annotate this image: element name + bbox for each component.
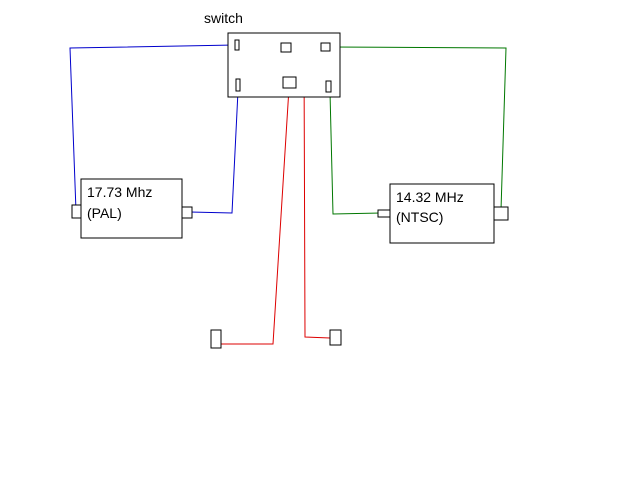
output-wire-left bbox=[221, 87, 290, 345]
ntsc-pin-right bbox=[493, 206, 509, 221]
switch-terminal-bottom-left bbox=[235, 78, 241, 92]
switch-terminal-top-right bbox=[320, 42, 331, 52]
ntsc-wire-bottom bbox=[329, 91, 382, 215]
ntsc-standard-label: (NTSC) bbox=[396, 209, 443, 225]
pal-oscillator-box bbox=[80, 178, 183, 239]
switch-terminal-top-left bbox=[234, 39, 240, 51]
ntsc-frequency-label: 14.32 MHz bbox=[396, 189, 464, 205]
switch-terminal-top-middle bbox=[280, 42, 292, 53]
pal-wire-bottom bbox=[189, 90, 239, 214]
switch-terminal-bottom-middle bbox=[282, 76, 297, 89]
ntsc-wire-top bbox=[329, 46, 507, 211]
pal-wire-top bbox=[69, 44, 236, 212]
ntsc-oscillator-box bbox=[389, 183, 495, 244]
ntsc-pin-left bbox=[377, 209, 391, 218]
output-terminal-right bbox=[329, 329, 342, 346]
switch-label: switch bbox=[204, 10, 243, 26]
pal-pin-right bbox=[181, 206, 193, 219]
pal-standard-label: (PAL) bbox=[87, 205, 122, 221]
switch-terminal-bottom-right bbox=[325, 80, 332, 93]
pal-frequency-label: 17.73 Mhz bbox=[87, 184, 152, 200]
pal-pin-left bbox=[71, 204, 82, 219]
output-terminal-left bbox=[210, 329, 222, 349]
